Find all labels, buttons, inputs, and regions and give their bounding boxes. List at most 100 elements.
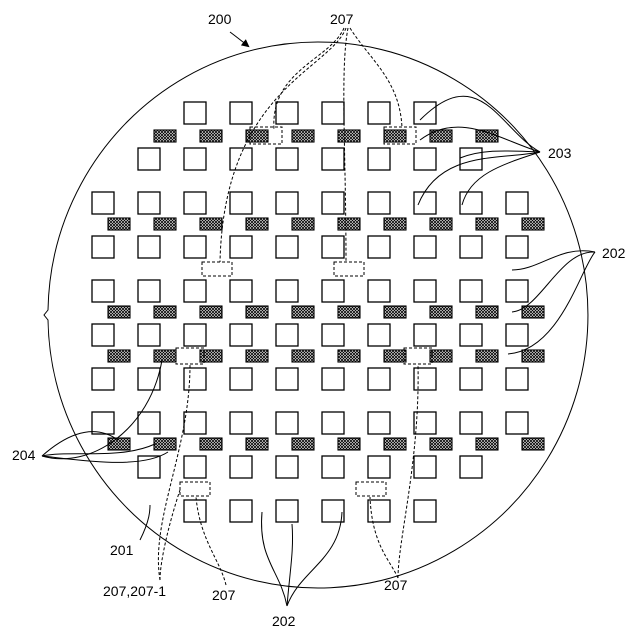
pad [292, 438, 314, 450]
pad [108, 438, 130, 450]
chip [460, 412, 482, 434]
chip [460, 280, 482, 302]
chip [322, 412, 344, 434]
chip [184, 412, 206, 434]
chip [230, 324, 252, 346]
chip [414, 412, 436, 434]
chip [322, 500, 344, 522]
chip [276, 102, 298, 124]
pad [200, 350, 222, 362]
label-chip-right: 202 [602, 245, 626, 261]
pad [154, 438, 176, 450]
pad [430, 438, 452, 450]
chip [368, 368, 390, 390]
chip [276, 456, 298, 478]
chip [368, 324, 390, 346]
chip [322, 236, 344, 258]
chip [414, 102, 436, 124]
chip [276, 368, 298, 390]
pad [338, 218, 360, 230]
chip [138, 192, 160, 214]
pad [292, 130, 314, 142]
label-test-region-top: 207 [330, 11, 354, 27]
pad [246, 130, 268, 142]
chip [230, 412, 252, 434]
chip [276, 412, 298, 434]
label-wafer: 200 [208, 11, 232, 27]
pad [108, 306, 130, 318]
chip [414, 500, 436, 522]
chip [368, 236, 390, 258]
pad [384, 130, 406, 142]
chip [184, 236, 206, 258]
pad [246, 438, 268, 450]
pad [200, 218, 222, 230]
chip [460, 192, 482, 214]
pad [384, 438, 406, 450]
pad [154, 218, 176, 230]
chip [230, 280, 252, 302]
chip [414, 456, 436, 478]
chip [276, 236, 298, 258]
pad [338, 130, 360, 142]
chip [368, 148, 390, 170]
chip [414, 236, 436, 258]
chip [506, 236, 528, 258]
chip [92, 412, 114, 434]
leader-chip-bottom [262, 512, 287, 606]
chip [92, 368, 114, 390]
chip [506, 368, 528, 390]
chip [322, 456, 344, 478]
leader-test-region-pair [160, 490, 180, 580]
label-pad: 204 [12, 447, 36, 463]
leader-chip-bottom [287, 524, 293, 606]
pad [476, 306, 498, 318]
chip [230, 236, 252, 258]
pad [430, 218, 452, 230]
pad [154, 306, 176, 318]
test-region [202, 262, 232, 276]
pad [522, 350, 544, 362]
chip [138, 236, 160, 258]
chip [92, 324, 114, 346]
chip [506, 324, 528, 346]
leader-chip-bottom [287, 512, 342, 606]
chip [460, 456, 482, 478]
pad [384, 306, 406, 318]
pad [200, 438, 222, 450]
pad [292, 350, 314, 362]
chip [460, 236, 482, 258]
chip [184, 324, 206, 346]
chip [230, 456, 252, 478]
chip [230, 500, 252, 522]
chip [414, 148, 436, 170]
pad [292, 218, 314, 230]
chip [138, 324, 160, 346]
pad [384, 218, 406, 230]
leader-test-region-top [220, 28, 346, 262]
chip [184, 500, 206, 522]
chip [322, 368, 344, 390]
chip [322, 102, 344, 124]
chip [368, 500, 390, 522]
pad [338, 306, 360, 318]
chip [368, 412, 390, 434]
pad [246, 350, 268, 362]
pad [430, 350, 452, 362]
chip [184, 280, 206, 302]
chip [184, 102, 206, 124]
test-region [334, 262, 364, 276]
pad [522, 218, 544, 230]
chip [138, 148, 160, 170]
chip [138, 412, 160, 434]
chip [184, 148, 206, 170]
pad [476, 438, 498, 450]
pad [246, 218, 268, 230]
pad [430, 306, 452, 318]
chip [138, 368, 160, 390]
pad [476, 218, 498, 230]
chip [276, 500, 298, 522]
chip [322, 148, 344, 170]
chip [506, 412, 528, 434]
pad [522, 306, 544, 318]
